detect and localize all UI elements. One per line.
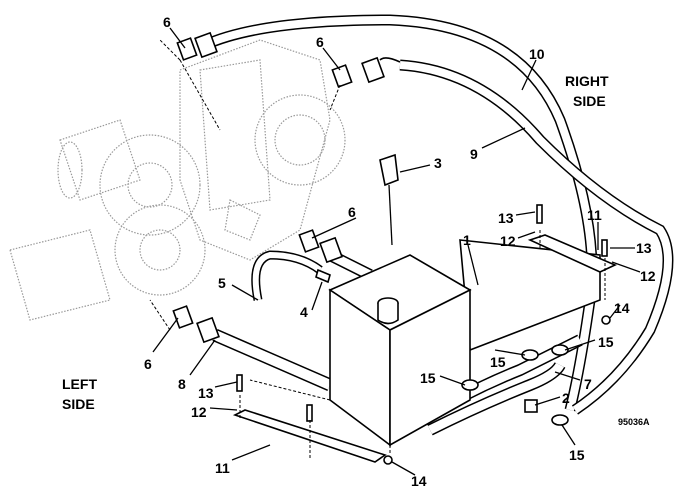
- callout-11: 11: [215, 460, 230, 476]
- hose-clamps: [461, 344, 569, 426]
- callout-12: 12: [500, 233, 516, 249]
- callout-15: 15: [490, 354, 506, 370]
- callout-15: 15: [420, 370, 436, 386]
- left-side-label-line2: SIDE: [62, 396, 95, 412]
- callout-13: 13: [498, 210, 514, 226]
- callout-14: 14: [411, 473, 427, 487]
- callout-11: 11: [587, 207, 602, 223]
- callout-9: 9: [470, 146, 478, 162]
- callout-13: 13: [636, 240, 652, 256]
- callout-13: 13: [198, 385, 214, 401]
- right-side-label-line1: RIGHT: [565, 73, 609, 89]
- callout-4: 4: [300, 304, 308, 320]
- callout-6: 6: [163, 14, 171, 30]
- hydraulic-tank: [328, 239, 601, 447]
- callout-3: 3: [434, 155, 442, 171]
- callout-8: 8: [178, 376, 186, 392]
- left-side-label-line1: LEFT: [62, 376, 97, 392]
- callout-6: 6: [348, 204, 356, 220]
- callout-2: 2: [562, 390, 570, 406]
- callout-15: 15: [569, 447, 585, 463]
- brackets-and-hardware: [149, 39, 617, 465]
- callout-6: 6: [144, 356, 152, 372]
- leader-lines: [152, 27, 641, 476]
- dipstick: [379, 153, 399, 246]
- transmission-assemblies: [9, 39, 346, 321]
- callout-15: 15: [598, 334, 614, 350]
- callout-1: 1: [463, 232, 471, 248]
- callout-14: 14: [614, 300, 630, 316]
- right-side-label-line2: SIDE: [573, 93, 606, 109]
- callout-6: 6: [316, 34, 324, 50]
- callouts: 6 6 6 6 10 9 3 13 12 11 13 12 14 1 5 4 8…: [144, 14, 656, 487]
- callout-10: 10: [529, 46, 545, 62]
- callout-12: 12: [191, 404, 207, 420]
- callout-5: 5: [218, 275, 226, 291]
- callout-12: 12: [640, 268, 656, 284]
- callout-7: 7: [584, 376, 592, 392]
- figure-code: 95036A: [618, 417, 650, 427]
